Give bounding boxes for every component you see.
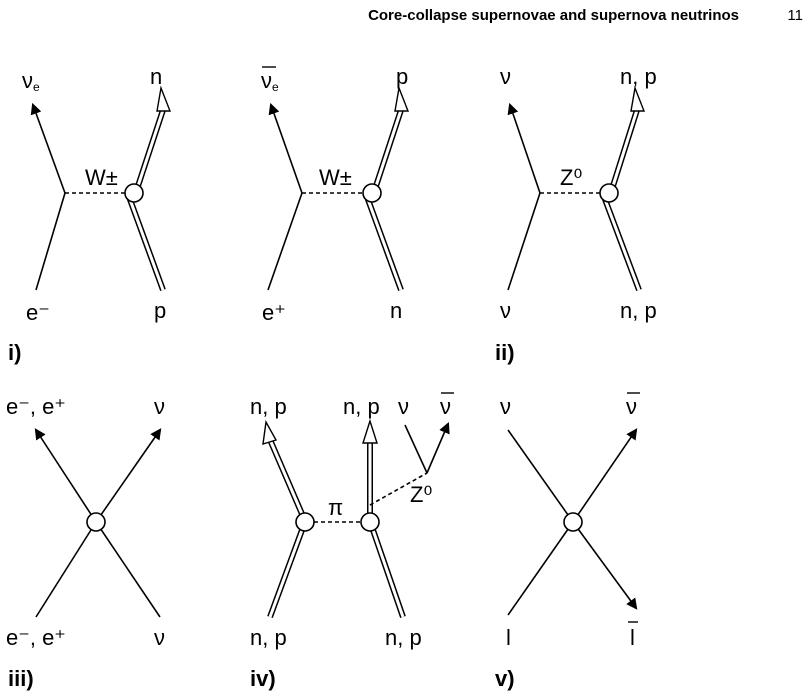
right-vertex — [360, 512, 380, 532]
outgoing-neutrino-line — [507, 102, 541, 194]
label-nucleon-out: n, p — [620, 64, 657, 89]
diagram-positron-capture: νe p W± e⁺ n — [261, 64, 410, 325]
positron-line — [267, 192, 303, 291]
panel-label-iv: iv) — [250, 666, 276, 691]
label-pion: π — [328, 495, 343, 520]
neutrino-in-line — [507, 429, 574, 523]
label-lepton-out: e⁻, e⁺ — [6, 394, 66, 419]
contact-vertex — [86, 512, 106, 532]
label-nu: ν — [398, 394, 409, 419]
panel-label-i: i) — [8, 340, 21, 365]
label-antilepton: l — [630, 625, 635, 650]
z-boson-line — [369, 472, 428, 506]
neutron-arrowhead — [156, 85, 172, 112]
left-vertex — [295, 512, 315, 532]
lepton-in-line — [507, 521, 574, 616]
right-nucleon-in-inner — [371, 529, 405, 618]
label-nu-out: ν — [154, 394, 165, 419]
label-nu-in: ν — [154, 625, 165, 650]
label-nubar: ν — [440, 394, 451, 419]
page-number: 11 — [787, 7, 803, 24]
label-neutron: n — [390, 298, 402, 323]
diagram-nucleon-bremsstrahlung: n, p n, p ν ν π Z⁰ n, p n, p iv) — [250, 392, 454, 691]
panel-label-iii: iii) — [8, 666, 34, 691]
hadron-vertex — [599, 183, 619, 203]
proton-arrowhead — [394, 85, 410, 112]
right-nucleon-arrowhead — [362, 418, 378, 444]
label-lepton-in: e⁻, e⁺ — [6, 625, 66, 650]
label-nu: ν — [500, 394, 511, 419]
label-z-boson: Z⁰ — [560, 165, 582, 190]
lepton-in-line — [35, 521, 97, 618]
label-nu-e: νe — [22, 68, 40, 94]
label-positron: e⁺ — [262, 300, 286, 325]
panel-label-v: v) — [495, 666, 515, 691]
running-title: Core-collapse supernovae and supernova n… — [368, 7, 739, 24]
nucleon-in-inner — [601, 193, 641, 291]
proton-line-inner — [374, 109, 403, 187]
label-z-boson: Z⁰ — [410, 482, 432, 507]
diagram-nucleon-scattering: ν n, p Z⁰ ν n, p ii) — [495, 64, 657, 365]
label-anti-nu-e: νe — [261, 68, 279, 94]
left-nucleon-in-inner — [268, 529, 304, 618]
diagram-neutrino-lepton-scattering: ν ν l l v) — [495, 392, 640, 691]
label-left-nucleon-in: n, p — [250, 625, 287, 650]
neutrino-line — [404, 424, 428, 474]
neutrino-in-line — [95, 521, 161, 618]
diagram-pair-annihilation: e⁻, e⁺ ν e⁻, e⁺ ν iii) — [6, 394, 165, 691]
label-lepton: l — [506, 625, 511, 650]
label-w-boson: W± — [319, 165, 352, 190]
label-neutron: n — [150, 64, 162, 89]
incoming-neutrino-line — [507, 192, 541, 291]
hadron-vertex — [362, 183, 382, 203]
neutrino-out-line — [95, 428, 162, 523]
diagram-electron-capture: νe n W± e⁻ p i) — [8, 64, 172, 365]
label-nubar: ν — [626, 394, 637, 419]
label-left-nucleon-out: n, p — [250, 394, 287, 419]
antilepton-out-line — [572, 521, 638, 610]
antineutrino-out-line — [572, 428, 638, 523]
antineutrino-line — [268, 102, 303, 194]
antineutrino-line — [426, 421, 450, 474]
nucleon-out-inner — [611, 109, 639, 187]
label-proton: p — [396, 64, 408, 89]
label-nucleon-in: n, p — [620, 298, 657, 323]
electron-line — [35, 192, 66, 291]
neutron-line-inner — [364, 193, 403, 291]
neutron-line-inner — [136, 109, 165, 187]
label-nu-in: ν — [500, 298, 511, 323]
label-right-nucleon-out: n, p — [343, 394, 380, 419]
left-nucleon-out-inner — [269, 441, 304, 515]
label-nu-out: ν — [500, 64, 511, 89]
neutrino-line — [30, 102, 66, 194]
label-proton: p — [154, 298, 166, 323]
label-right-nucleon-in: n, p — [385, 625, 422, 650]
page-header: Core-collapse supernovae and supernova n… — [0, 0, 811, 32]
contact-vertex — [563, 512, 583, 532]
panel-label-ii: ii) — [495, 340, 515, 365]
proton-line-inner — [126, 193, 165, 291]
label-w-boson: W± — [85, 165, 118, 190]
lepton-out-line — [34, 428, 97, 523]
nucleon-arrowhead — [630, 85, 646, 112]
label-electron: e⁻ — [26, 300, 50, 325]
hadron-vertex — [124, 183, 144, 203]
left-nucleon-arrowhead — [262, 419, 278, 445]
